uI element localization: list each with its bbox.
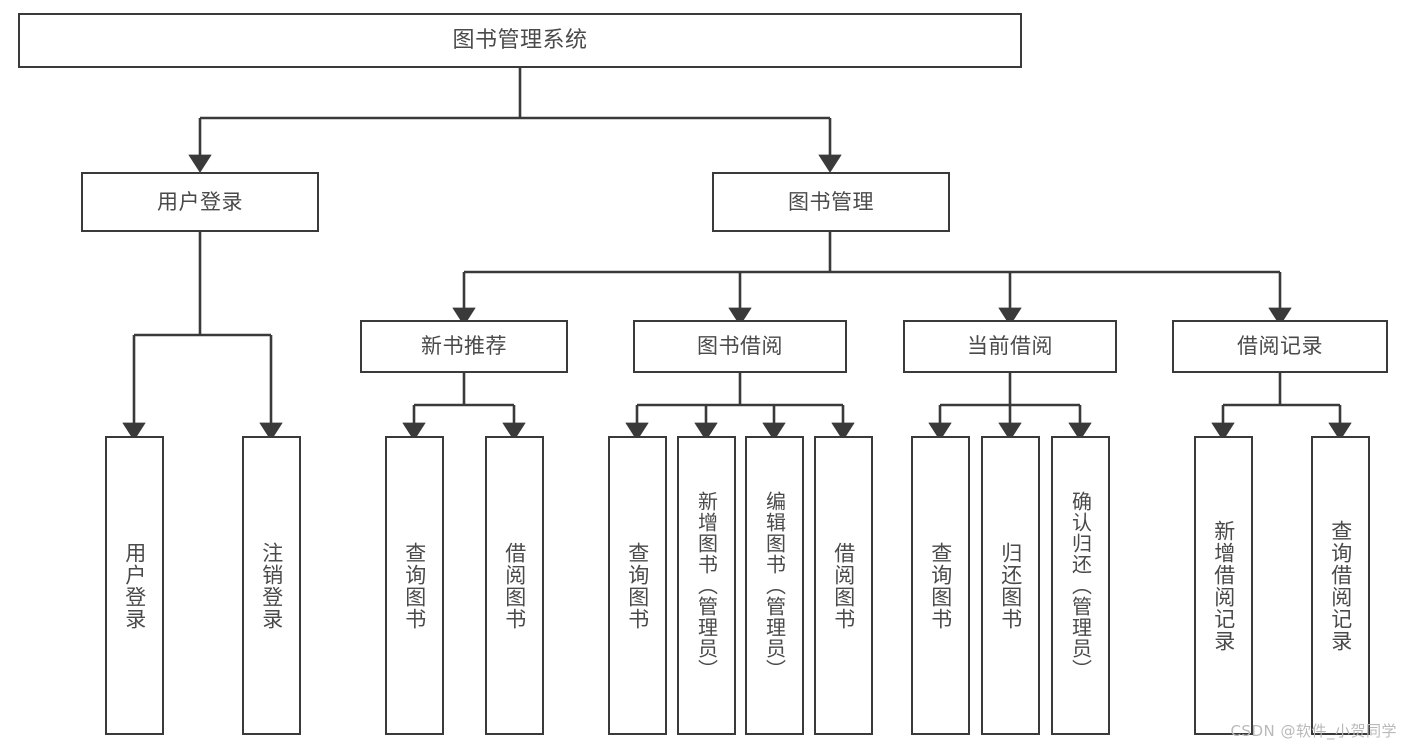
node-new-book-rec-label: 新书推荐 — [421, 334, 507, 359]
node-user-login[interactable]: 用户登录 — [81, 172, 319, 232]
node-leaf-edit-book-label: 编辑图书（管理员） — [762, 491, 787, 680]
node-leaf-borrow-book-2-label: 借阅图书 — [831, 541, 856, 630]
node-book-borrow[interactable]: 图书借阅 — [633, 320, 847, 373]
node-leaf-query-record-label: 查询借阅记录 — [1328, 519, 1353, 652]
node-leaf-add-book-label: 新增图书（管理员） — [694, 491, 719, 680]
node-leaf-logout[interactable]: 注销登录 — [242, 436, 301, 735]
csdn-watermark: CSDN @软件_小贺同学 — [1230, 722, 1397, 740]
node-leaf-add-record-label: 新增借阅记录 — [1211, 519, 1236, 652]
node-leaf-user-login[interactable]: 用户登录 — [105, 436, 164, 735]
node-borrow-record[interactable]: 借阅记录 — [1172, 320, 1388, 373]
node-leaf-logout-label: 注销登录 — [259, 541, 284, 630]
node-current-borrow-label: 当前借阅 — [967, 334, 1053, 359]
node-new-book-rec[interactable]: 新书推荐 — [360, 320, 568, 373]
node-root[interactable]: 图书管理系统 — [18, 13, 1022, 68]
node-root-label: 图书管理系统 — [452, 27, 588, 53]
node-leaf-borrow-book-1-label: 借阅图书 — [502, 541, 527, 630]
node-leaf-confirm-return-label: 确认归还（管理员） — [1068, 491, 1093, 680]
node-borrow-record-label: 借阅记录 — [1237, 334, 1323, 359]
node-leaf-user-login-label: 用户登录 — [122, 541, 147, 630]
node-book-manage[interactable]: 图书管理 — [712, 172, 950, 232]
node-leaf-return-book[interactable]: 归还图书 — [981, 436, 1040, 735]
node-leaf-return-book-label: 归还图书 — [998, 541, 1023, 630]
node-leaf-query-book-2-label: 查询图书 — [625, 541, 650, 630]
node-leaf-edit-book[interactable]: 编辑图书（管理员） — [745, 436, 804, 735]
node-user-login-label: 用户登录 — [157, 189, 243, 214]
node-leaf-query-book-3[interactable]: 查询图书 — [911, 436, 970, 735]
node-book-manage-label: 图书管理 — [788, 189, 874, 214]
node-leaf-borrow-book-2[interactable]: 借阅图书 — [814, 436, 873, 735]
node-leaf-borrow-book-1[interactable]: 借阅图书 — [485, 436, 544, 735]
node-leaf-query-book-3-label: 查询图书 — [928, 541, 953, 630]
node-leaf-query-book-1[interactable]: 查询图书 — [385, 436, 444, 735]
node-leaf-query-book-1-label: 查询图书 — [402, 541, 427, 630]
node-leaf-add-record[interactable]: 新增借阅记录 — [1194, 436, 1253, 735]
node-current-borrow[interactable]: 当前借阅 — [903, 320, 1117, 373]
node-leaf-add-book[interactable]: 新增图书（管理员） — [677, 436, 736, 735]
node-leaf-query-book-2[interactable]: 查询图书 — [608, 436, 667, 735]
node-leaf-query-record[interactable]: 查询借阅记录 — [1311, 436, 1370, 735]
node-book-borrow-label: 图书借阅 — [697, 334, 783, 359]
node-leaf-confirm-return[interactable]: 确认归还（管理员） — [1051, 436, 1110, 735]
